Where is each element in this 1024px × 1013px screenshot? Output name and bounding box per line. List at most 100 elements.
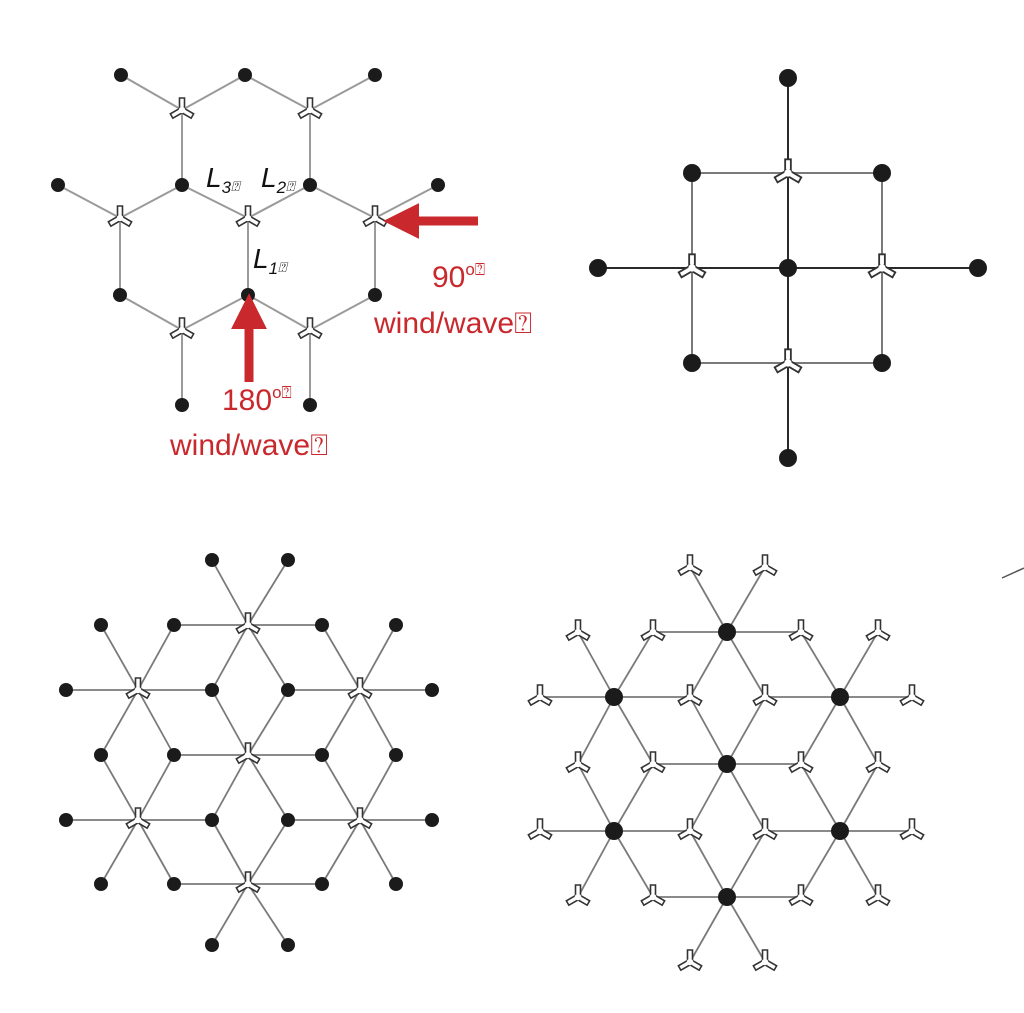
node: [605, 688, 623, 706]
turbine-icon: [677, 949, 703, 971]
turbine-icon: [125, 807, 151, 829]
node: [167, 748, 181, 762]
nodes: [51, 68, 445, 412]
node: [431, 178, 445, 192]
node: [167, 877, 181, 891]
nodes: [589, 69, 987, 467]
node: [303, 398, 317, 412]
turbine-icon: [752, 949, 778, 971]
panel-square-layout: [589, 69, 987, 467]
turbine-icon: [235, 742, 261, 764]
turbine-icon: [640, 619, 666, 641]
node: [94, 618, 108, 632]
turbine-icon: [788, 884, 814, 906]
turbine-icon: [865, 619, 891, 641]
edges: [66, 559, 432, 946]
node: [873, 164, 891, 182]
label-l1: L1⍰: [253, 243, 289, 278]
turbine-icon: [752, 818, 778, 840]
node: [175, 178, 189, 192]
node: [205, 813, 219, 827]
node: [779, 69, 797, 87]
label-90-angle: 90o⍰: [432, 260, 485, 294]
node: [589, 259, 607, 277]
label-90-wind: wind/wave⍰: [373, 307, 532, 340]
node: [315, 877, 329, 891]
turbine-icon: [565, 884, 591, 906]
turbine-icon: [527, 818, 553, 840]
node: [205, 683, 219, 697]
node: [167, 618, 181, 632]
panel-triangular-layout-nodes: [59, 553, 439, 952]
turbine-icon: [677, 818, 703, 840]
node: [779, 259, 797, 277]
turbine-icon: [865, 751, 891, 773]
turbine-icon: [899, 818, 925, 840]
node: [425, 683, 439, 697]
turbine-icon: [347, 677, 373, 699]
nodes: [59, 553, 439, 952]
node: [718, 623, 736, 641]
turbine-icon: [677, 684, 703, 706]
node: [281, 938, 295, 952]
node: [113, 288, 127, 302]
node: [114, 68, 128, 82]
node: [718, 888, 736, 906]
node: [873, 354, 891, 372]
node: [94, 748, 108, 762]
turbine-icon: [640, 884, 666, 906]
node: [605, 822, 623, 840]
turbine-icon: [788, 619, 814, 641]
turbine-icon: [347, 807, 373, 829]
panel-triangular-layout-turbines: [527, 554, 1024, 971]
node: [51, 178, 65, 192]
turbines: [107, 97, 388, 339]
turbine-icon: [235, 612, 261, 634]
turbine-icon: [752, 554, 778, 576]
turbine-icon: [865, 884, 891, 906]
node: [389, 877, 403, 891]
node: [368, 68, 382, 82]
label-180-angle: 180o⍰: [222, 383, 292, 417]
turbine-icon: [565, 619, 591, 641]
node: [241, 288, 255, 302]
node: [425, 813, 439, 827]
node: [831, 822, 849, 840]
node: [389, 618, 403, 632]
label-l3: L3⍰: [206, 162, 242, 197]
node: [831, 688, 849, 706]
node: [281, 683, 295, 697]
node: [281, 553, 295, 567]
turbine-icon: [125, 677, 151, 699]
node: [315, 618, 329, 632]
node: [205, 938, 219, 952]
nodes: [605, 623, 849, 906]
turbines: [125, 612, 373, 893]
node: [59, 813, 73, 827]
node: [683, 354, 701, 372]
turbine-icon: [752, 684, 778, 706]
node: [779, 449, 797, 467]
turbine-icon: [565, 751, 591, 773]
node: [389, 748, 403, 762]
node: [205, 553, 219, 567]
panel-hexagonal-layout: L3⍰ L2⍰ L1⍰ 90o⍰ wind/wave⍰ 180o⍰ wind/w…: [51, 68, 532, 462]
edges: [540, 566, 912, 963]
node: [281, 813, 295, 827]
node: [315, 748, 329, 762]
node: [969, 259, 987, 277]
turbine-icon: [640, 751, 666, 773]
turbine-icon: [899, 684, 925, 706]
turbine-icon: [527, 684, 553, 706]
node: [94, 877, 108, 891]
turbine-icon: [788, 751, 814, 773]
label-180-wind: wind/wave⍰: [169, 429, 328, 462]
turbine-icon: [235, 871, 261, 893]
node: [59, 683, 73, 697]
edges: [57, 74, 439, 405]
turbine-icon: [677, 554, 703, 576]
node: [303, 178, 317, 192]
node: [175, 398, 189, 412]
node: [368, 288, 382, 302]
